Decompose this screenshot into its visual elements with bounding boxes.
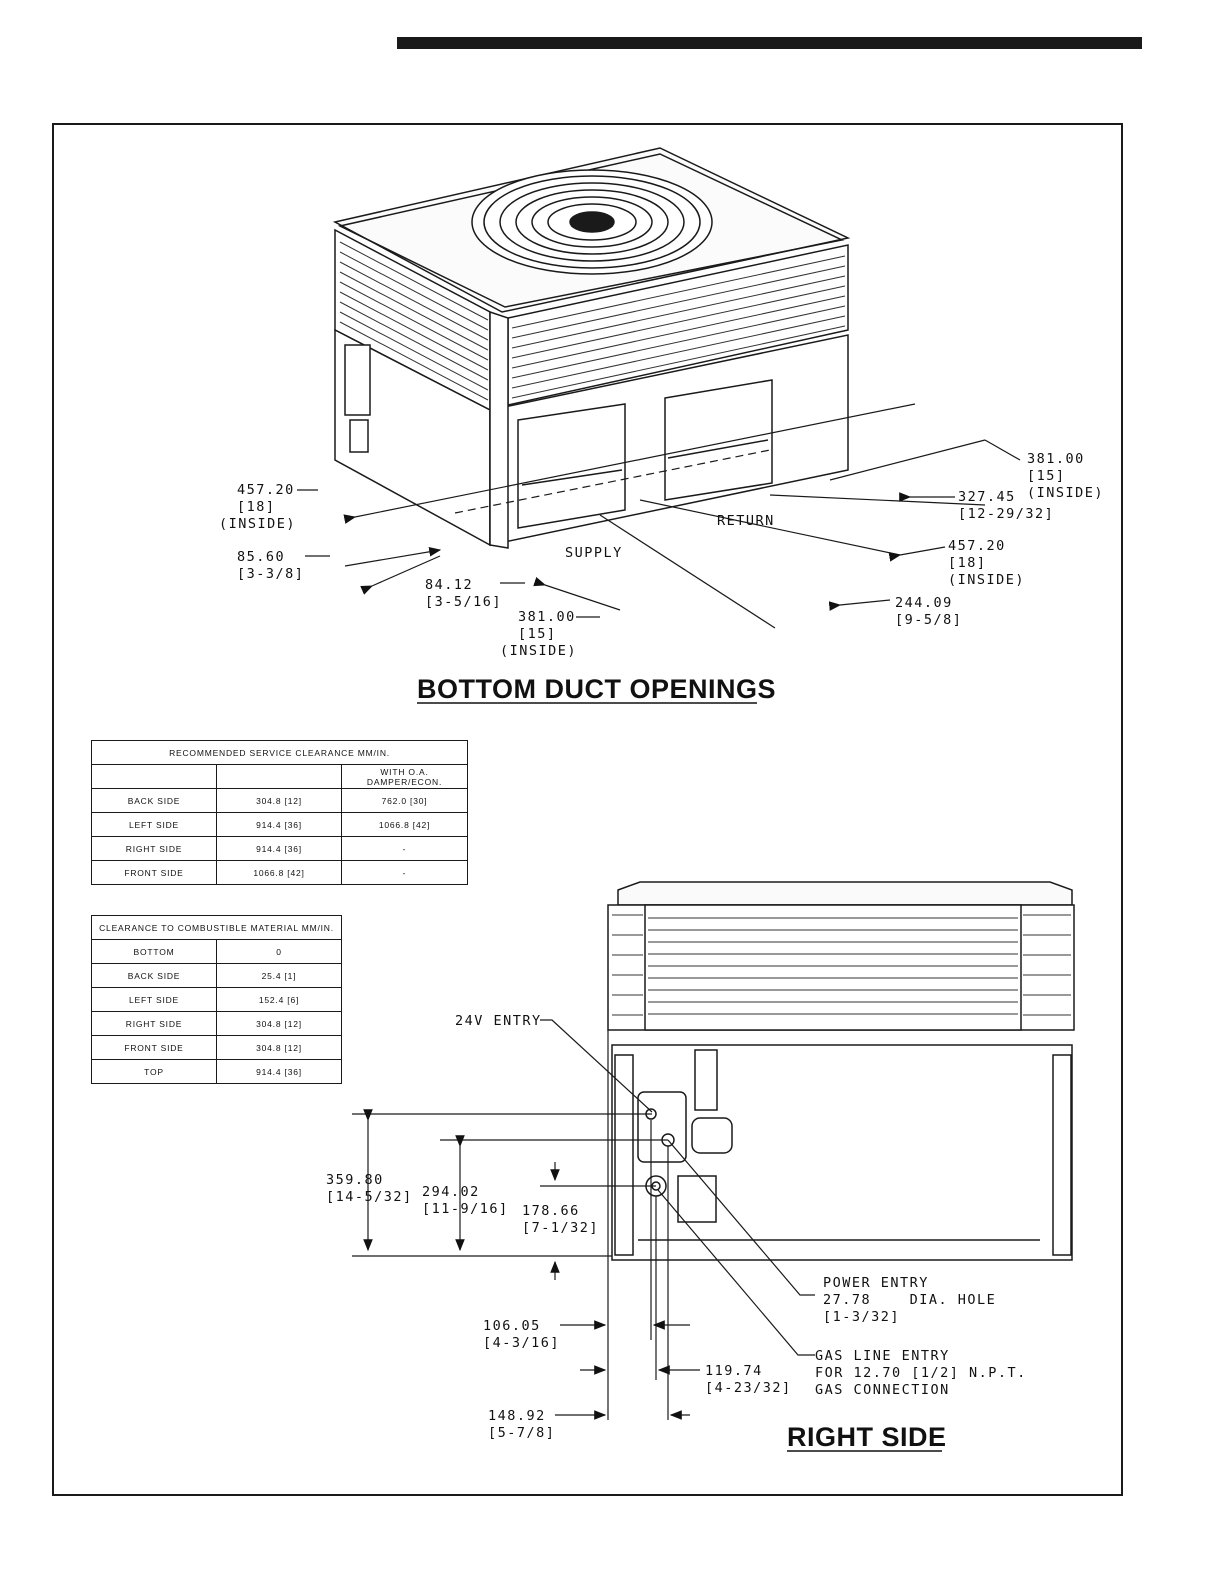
right-side-title: RIGHT SIDE [787,1422,947,1452]
table-cell: 762.0 [30] [341,788,468,813]
table-cell: 304.8 [12] [216,1011,342,1036]
dim-381-bottom-mm: 381.00 [518,609,576,625]
table-cell: 152.4 [6] [216,987,342,1012]
bottom-view-labels: 457.20 [18] (INSIDE) 85.60 [3-3/8] 84.12… [219,451,1104,704]
table-cell: 304.8 [12] [216,1035,342,1060]
table-cell: 914.4 [36] [216,812,342,837]
gas-entry-line2: FOR 12.70 [1/2] N.P.T. [815,1365,1027,1381]
supply-label: SUPPLY [565,545,623,561]
dim-148-mm: 148.92 [488,1408,546,1424]
dim-294-mm: 294.02 [422,1184,480,1200]
header-rule [397,37,1142,49]
return-label: RETURN [717,513,775,529]
combustible-clearance-table: CLEARANCE TO COMBUSTIBLE MATERIAL MM/IN.… [91,915,342,1084]
table-cell: RIGHT SIDE [91,836,217,861]
table-cell: 1066.8 [42] [216,860,342,885]
drawing-frame [52,123,1123,1496]
louvre-lines-side [612,914,1071,1016]
louvre-lines-right [511,255,846,399]
dim-178-in: [7-1/32] [522,1220,599,1236]
service-table-title: RECOMMENDED SERVICE CLEARANCE MM/IN. [91,740,468,765]
dim-106-mm: 106.05 [483,1318,541,1334]
service-clearance-table: RECOMMENDED SERVICE CLEARANCE MM/IN. WIT… [91,740,468,885]
table-row: LEFT SIDE 152.4 [6] [91,987,342,1012]
dim-84-in: [3-5/16] [425,594,502,610]
dim-84-mm: 84.12 [425,577,473,593]
dim-119-mm: 119.74 [705,1363,763,1379]
table-row: RIGHT SIDE 914.4 [36] - [91,836,468,861]
dim-327-mm: 327.45 [958,489,1016,505]
service-header-cell [216,764,342,789]
table-cell: BOTTOM [91,939,217,964]
combustible-table-title: CLEARANCE TO COMBUSTIBLE MATERIAL MM/IN. [91,915,342,940]
dim-327-in: [12-29/32] [958,506,1054,522]
service-header-cell: WITH O.A. DAMPER/ECON. [341,764,468,789]
dim-381-bottom-in: [15] [518,626,557,642]
table-cell: LEFT SIDE [91,812,217,837]
dim-457-left-mm: 457.20 [237,482,295,498]
gas-entry-line3: GAS CONNECTION [815,1382,950,1398]
power-entry-line3: [1-3/32] [823,1309,900,1325]
24v-entry-label: 24V ENTRY [455,1013,542,1029]
side-dimension-lines [352,1019,815,1420]
dim-457-right-note: (INSIDE) [948,572,1025,588]
table-cell: RIGHT SIDE [91,1011,217,1036]
bottom-duct-openings-title: BOTTOM DUCT OPENINGS [417,674,776,704]
dim-457-left-note: (INSIDE) [219,516,296,532]
dim-359-in: [14-5/32] [326,1189,413,1205]
dim-178-mm: 178.66 [522,1203,580,1219]
table-row: BOTTOM 0 [91,939,342,964]
dim-85-mm: 85.60 [237,549,285,565]
table-row: TOP 914.4 [36] [91,1059,342,1084]
table-cell: BACK SIDE [91,963,217,988]
isometric-unit [332,147,851,549]
dim-381-top-in: [15] [1027,468,1066,484]
table-row: BACK SIDE 25.4 [1] [91,963,342,988]
dim-381-bottom-note: (INSIDE) [500,643,577,659]
table-row: RIGHT SIDE 304.8 [12] [91,1011,342,1036]
table-cell: - [341,860,468,885]
table-row: BACK SIDE 304.8 [12] 762.0 [30] [91,788,468,813]
power-entry-line2: 27.78 DIA. HOLE [823,1292,996,1308]
dim-359-mm: 359.80 [326,1172,384,1188]
table-cell: 914.4 [36] [216,836,342,861]
dim-457-left-in: [18] [237,499,276,515]
table-cell: 914.4 [36] [216,1059,342,1084]
table-row: FRONT SIDE 1066.8 [42] - [91,860,468,885]
dim-148-in: [5-7/8] [488,1425,555,1441]
right-side-labels: 24V ENTRY POWER ENTRY 27.78 DIA. HOLE [1… [326,1013,1027,1452]
table-cell: LEFT SIDE [91,987,217,1012]
table-cell: FRONT SIDE [91,860,217,885]
service-header-cell [91,764,217,789]
dim-244-mm: 244.09 [895,595,953,611]
table-cell: BACK SIDE [91,788,217,813]
power-entry-line1: POWER ENTRY [823,1275,929,1291]
dim-457-right-mm: 457.20 [948,538,1006,554]
dim-106-in: [4-3/16] [483,1335,560,1351]
louvre-lines-left [339,241,489,401]
table-cell: 1066.8 [42] [341,812,468,837]
right-side-unit [607,881,1075,1261]
dim-294-in: [11-9/16] [422,1201,509,1217]
dim-457-right-in: [18] [948,555,987,571]
bottom-dimension-lines [297,403,1021,629]
table-cell: 0 [216,939,342,964]
table-cell: 25.4 [1] [216,963,342,988]
table-row: FRONT SIDE 304.8 [12] [91,1035,342,1060]
table-cell: - [341,836,468,861]
dim-85-in: [3-3/8] [237,566,304,582]
dim-381-top-mm: 381.00 [1027,451,1085,467]
dim-244-in: [9-5/8] [895,612,962,628]
table-cell: 304.8 [12] [216,788,342,813]
gas-entry-line1: GAS LINE ENTRY [815,1348,950,1364]
table-cell: TOP [91,1059,217,1084]
table-row: LEFT SIDE 914.4 [36] 1066.8 [42] [91,812,468,837]
table-cell: FRONT SIDE [91,1035,217,1060]
dim-381-top-note: (INSIDE) [1027,485,1104,501]
dim-119-in: [4-23/32] [705,1380,792,1396]
